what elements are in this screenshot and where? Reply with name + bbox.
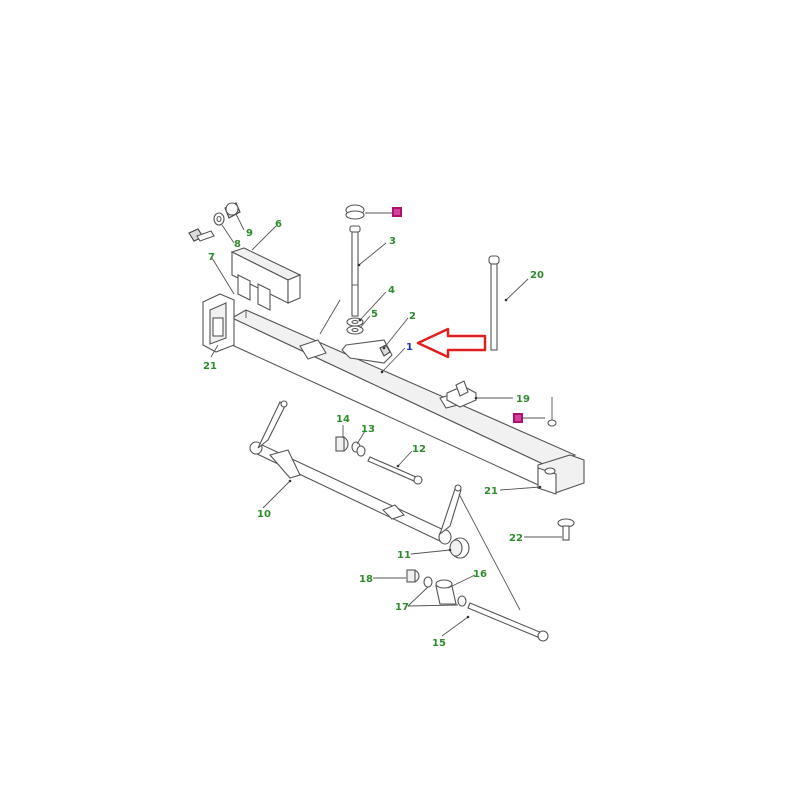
arm-10 [249,400,462,545]
washer-5 [346,325,364,335]
callout-18: 18 [359,574,373,585]
left-bump-stop [202,293,235,353]
red-outline-arrow-icon [416,327,487,359]
callout-13: 13 [361,424,375,435]
leader-dots [288,263,542,619]
washer-13b [356,445,366,457]
sleeve-16 [435,579,457,605]
bush-14 [335,436,349,452]
callout-22: 22 [509,533,523,544]
bush-18 [406,569,420,583]
callout-labels: 1 2 3 4 5 6 7 8 9 10 11 12 13 14 15 16 1… [203,219,544,649]
callout-16: 16 [473,569,487,580]
clamp-plate-2 [341,339,393,364]
bolt-22 [557,518,575,541]
callout-2: 2 [409,311,416,322]
callout-12: 12 [412,444,426,455]
callout-4: 4 [388,285,395,296]
washer-17a [423,576,433,588]
magenta-square-badge-icon [513,413,523,423]
rivet [547,397,557,427]
callout-21-right: 21 [484,486,498,497]
bolt-7 [188,228,215,242]
callout-14: 14 [336,414,350,425]
upper-bracket [230,247,302,311]
callout-3: 3 [389,236,396,247]
callout-19: 19 [516,394,530,405]
bracket-19 [446,380,477,408]
nut-9 [224,202,241,219]
callout-1: 1 [406,342,413,353]
bolt-20 [488,255,500,351]
callout-15: 15 [432,638,446,649]
callout-10: 10 [257,509,271,520]
bush-11 [449,537,470,559]
callout-8: 8 [234,239,241,250]
callout-9: 9 [246,228,253,239]
washer-17b [457,595,467,607]
magenta-square-badge-icon [392,207,402,217]
bolt-3 [349,225,361,317]
cap-top [345,204,365,220]
callout-6: 6 [275,219,282,230]
bolt-12 [367,456,423,485]
callout-7: 7 [208,252,215,263]
right-bump-stop [537,454,585,495]
callout-5: 5 [371,309,378,320]
callout-17: 17 [395,602,409,613]
callout-11: 11 [397,550,411,561]
washer-8 [213,212,225,226]
bolt-15 [467,602,549,642]
callout-21-left: 21 [203,361,217,372]
leader-lines [210,212,562,637]
callout-20: 20 [530,270,544,281]
